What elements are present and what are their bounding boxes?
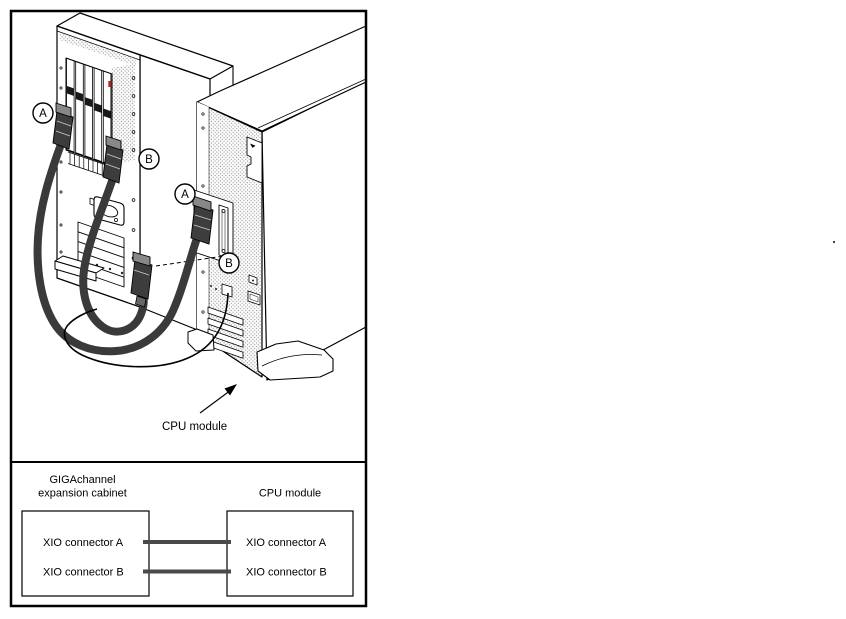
callout-cpu-a-letter: A xyxy=(181,189,189,201)
callout-cpu-b: B xyxy=(218,252,240,274)
xio-cable-a xyxy=(33,143,201,356)
xio-cable-b xyxy=(79,177,148,336)
cpu-connector-a xyxy=(190,195,214,245)
schematic-left-connector-b-label: XIO connector B xyxy=(43,567,124,579)
schematic-left-connector-a-label: XIO connector A xyxy=(43,537,124,549)
figure-frame xyxy=(9,9,368,608)
schematic-expansion-box xyxy=(21,510,150,597)
schematic-right-connector-a-label: XIO connector A xyxy=(246,537,327,549)
callout-expansion-b-letter: B xyxy=(145,154,153,166)
cutout-arrow-icon xyxy=(250,143,256,148)
expansion-connector-a xyxy=(52,102,74,150)
card-ejector-handles xyxy=(67,86,111,119)
stray-dot xyxy=(833,241,835,243)
connection-schematic: GIGAchannel expansion cabinet CPU module… xyxy=(21,474,354,597)
rear-ports xyxy=(210,274,261,306)
cpu-right-foot xyxy=(256,340,334,381)
red-indicator-mark xyxy=(108,81,111,87)
xio-slot-strip xyxy=(218,204,229,259)
expansion-connector-b xyxy=(102,135,124,184)
hidden-cable-dashed-line xyxy=(155,255,225,267)
arrow-head-icon xyxy=(224,384,237,396)
cpu-module-annotation: CPU module xyxy=(162,384,237,433)
cpu-side-face xyxy=(261,80,367,381)
schematic-right-title: CPU module xyxy=(259,488,321,500)
cpu-module-tower xyxy=(187,25,367,381)
callout-expansion-a-letter: A xyxy=(39,108,47,120)
callout-cpu-b-letter: B xyxy=(225,258,233,270)
stipple-top-band xyxy=(60,33,136,66)
cpu-module-annotation-label: CPU module xyxy=(162,421,227,433)
schematic-cpu-box xyxy=(226,510,354,597)
callout-cpu-a: A xyxy=(174,183,196,205)
cutout-plate xyxy=(246,136,263,184)
cpu-panel-screws xyxy=(201,112,205,314)
callout-expansion-a: A xyxy=(32,102,54,124)
schematic-right-connector-b-label: XIO connector B xyxy=(246,567,327,579)
callout-expansion-b: B xyxy=(138,148,160,170)
schematic-left-title-line1: GIGAchannel xyxy=(49,474,115,486)
cable-b-free-connector xyxy=(130,251,153,308)
thin-cable xyxy=(63,292,229,368)
schematic-left-title-line2: expansion cabinet xyxy=(38,488,127,500)
